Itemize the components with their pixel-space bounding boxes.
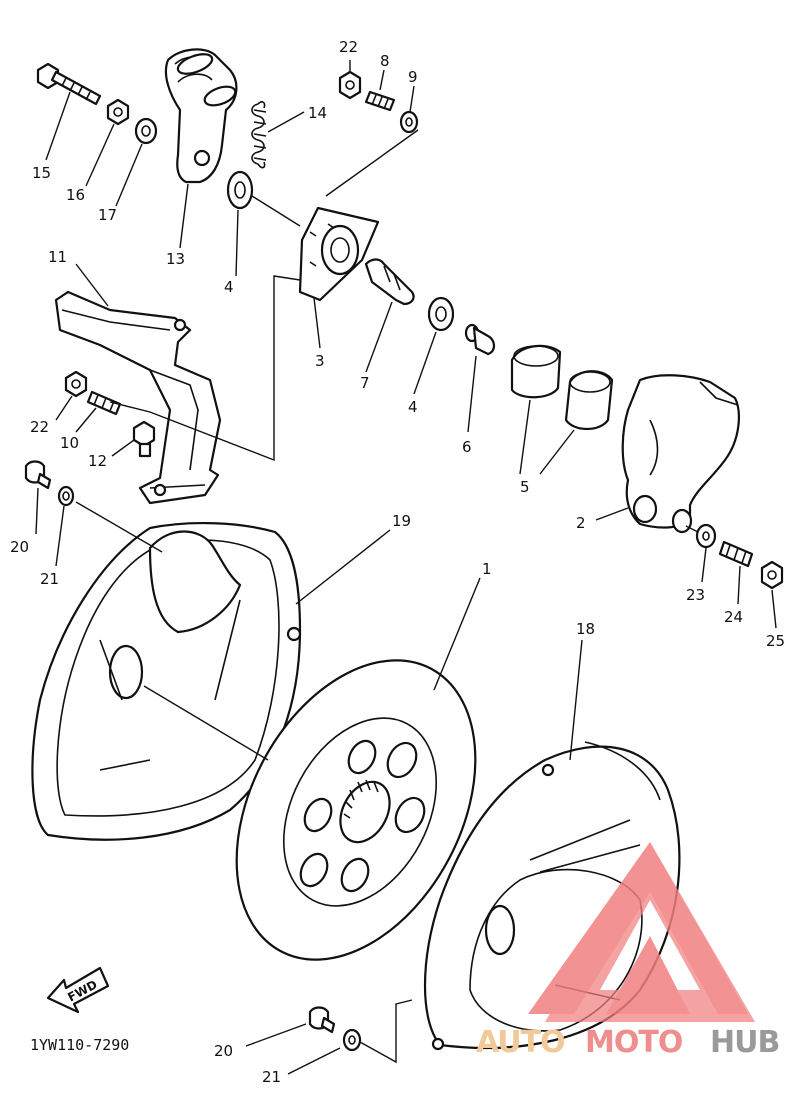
part-5-pads	[510, 344, 614, 431]
part-20-bolt-lower	[308, 1006, 336, 1034]
callout-21-lower: 21	[262, 1068, 281, 1086]
part-2-caliper	[621, 374, 740, 534]
callout-16: 16	[66, 186, 85, 204]
callout-8: 8	[380, 52, 390, 70]
part-24-bolt	[718, 540, 754, 568]
callout-13: 13	[166, 250, 185, 268]
part-25-nut	[760, 560, 784, 590]
part-13-lever	[164, 48, 238, 184]
callout-15: 15	[32, 164, 51, 182]
callout-6: 6	[462, 438, 472, 456]
watermark-moto: MOTO	[585, 1025, 682, 1060]
callout-24: 24	[724, 608, 743, 626]
leader-lines	[35, 60, 777, 1075]
callout-11: 11	[48, 248, 67, 266]
callout-20-lower: 20	[214, 1042, 233, 1060]
part-23-washer	[695, 523, 717, 549]
callout-2: 2	[576, 514, 586, 532]
part-17-washer	[134, 117, 158, 145]
part-22-nut-lower	[64, 370, 88, 398]
part-14-spring	[251, 101, 267, 169]
part-6-pin	[464, 323, 496, 356]
callout-9: 9	[408, 68, 418, 86]
part-8-screw	[364, 90, 396, 112]
part-4-seal-lower	[427, 296, 455, 332]
part-21-washer-upper	[57, 485, 75, 507]
part-21-washer-lower	[342, 1028, 362, 1052]
watermark-text: AUTO MOTO HUB	[476, 1025, 780, 1060]
callout-18: 18	[576, 620, 595, 638]
watermark-hub: HUB	[710, 1025, 779, 1060]
part-9-washer	[399, 110, 419, 134]
part-19-dust-cover	[31, 521, 302, 841]
callout-4-upper: 4	[224, 278, 234, 296]
callout-7: 7	[360, 374, 370, 392]
callout-14: 14	[308, 104, 327, 122]
callout-17: 17	[98, 206, 117, 224]
callout-labels: 22 8 9 14 15 16 17 13 4 11 3 7 4 6 5 22 …	[10, 38, 785, 1086]
part-4-seal-upper	[226, 170, 254, 210]
callout-20-upper: 20	[10, 538, 29, 556]
callout-19: 19	[392, 512, 411, 530]
part-16-nut	[106, 98, 130, 126]
part-15-bolt	[36, 62, 102, 106]
part-7-shaft	[364, 258, 415, 306]
watermark-logo	[528, 842, 755, 1022]
callout-1: 1	[482, 560, 492, 578]
part-12-bolt	[132, 420, 156, 458]
part-20-bolt-upper	[24, 460, 52, 490]
watermark-auto: AUTO	[476, 1025, 565, 1060]
callout-22-top: 22	[339, 38, 358, 56]
assembly-lines	[75, 129, 699, 1064]
callout-3: 3	[315, 352, 325, 370]
callout-23: 23	[686, 586, 705, 604]
part-3-caliper-plate	[298, 206, 380, 302]
callout-5: 5	[520, 478, 530, 496]
part-11-bracket	[54, 290, 222, 505]
callout-22-lower: 22	[30, 418, 49, 436]
callout-10: 10	[60, 434, 79, 452]
fwd-arrow: FWD	[46, 966, 110, 1014]
part-1-brake-disc	[235, 659, 477, 961]
part-18-guard-plate	[423, 741, 681, 1051]
callout-12: 12	[88, 452, 107, 470]
part-code: 1YW110-7290	[30, 1036, 129, 1054]
part-22-nut-top	[338, 70, 362, 100]
part-10-bolt	[86, 390, 122, 416]
callout-25: 25	[766, 632, 785, 650]
callout-21-upper: 21	[40, 570, 59, 588]
callout-4-lower: 4	[408, 398, 418, 416]
